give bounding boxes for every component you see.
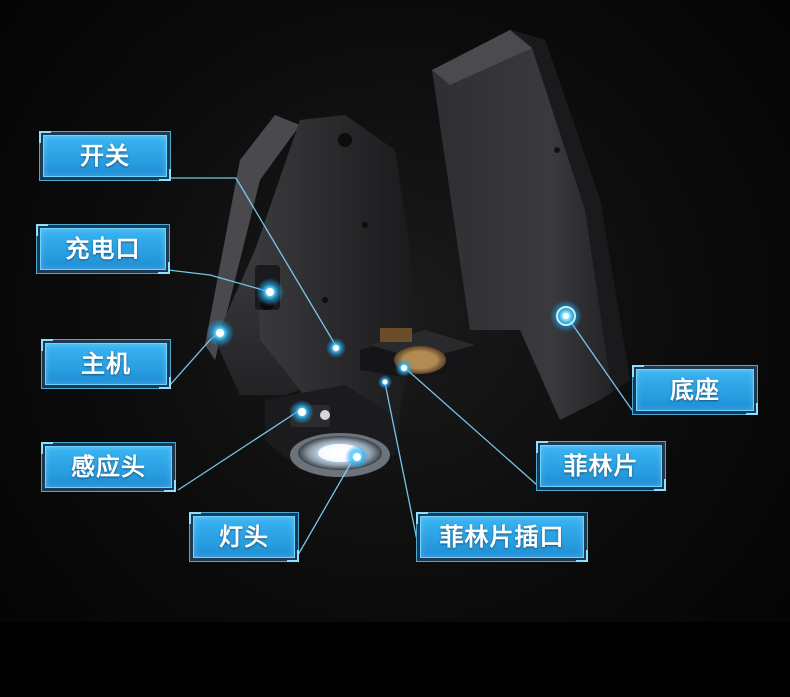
hotspot-sensor-head xyxy=(290,400,314,424)
label-switch: 开关 xyxy=(43,135,167,177)
hotspot-main-unit xyxy=(206,319,234,347)
hotspot-base xyxy=(550,300,582,332)
label-base: 底座 xyxy=(636,369,754,411)
label-charging-port: 充电口 xyxy=(40,228,166,270)
label-film: 菲林片 xyxy=(540,445,662,487)
hotspot-film xyxy=(395,359,413,377)
label-main-unit: 主机 xyxy=(45,343,167,385)
hotspot-lamp-head xyxy=(345,445,369,469)
label-film-slot: 菲林片插口 xyxy=(420,516,584,558)
bottom-band xyxy=(0,622,790,697)
hotspot-film-slot xyxy=(378,375,392,389)
hotspot-charging-port xyxy=(256,278,284,306)
hotspot-switch xyxy=(326,338,346,358)
leader-film xyxy=(405,368,537,485)
label-sensor-head: 感应头 xyxy=(45,446,172,488)
leader-film-slot xyxy=(385,383,420,555)
label-lamp-head: 灯头 xyxy=(193,516,295,558)
